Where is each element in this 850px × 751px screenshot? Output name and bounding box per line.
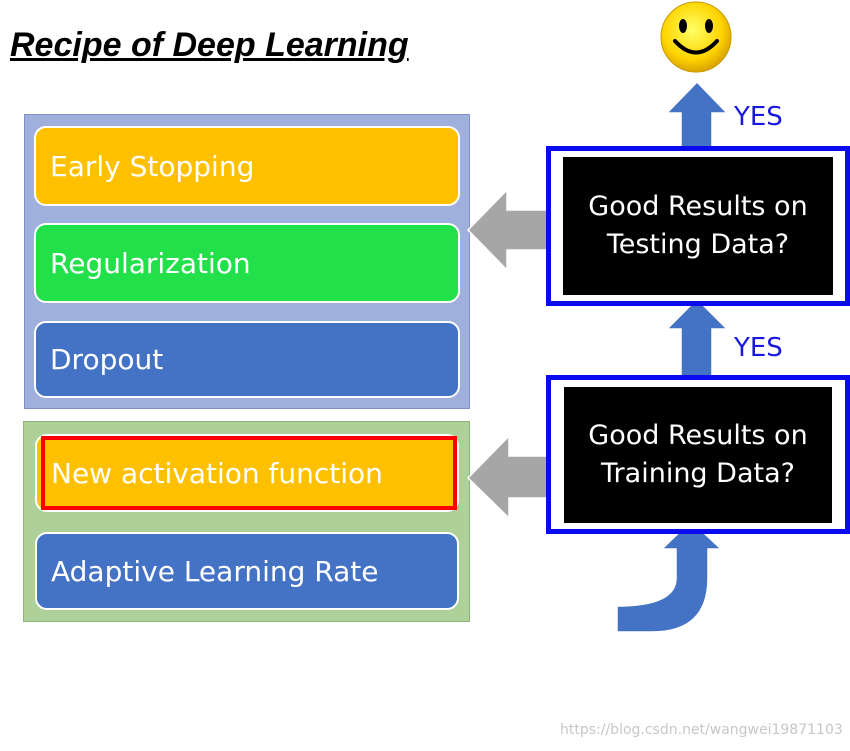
dropout-box: Dropout [34,321,460,398]
blue-arrow-up-top [665,80,729,153]
yes-label-top: YES [734,102,783,132]
testing-fixes-group: Early Stopping Regularization Dropout [24,114,470,409]
early-stopping-box: Early Stopping [34,126,460,206]
testing-question-line1: Good Results on [588,191,808,222]
new-activation-function-box: New activation function [35,434,459,512]
new-activation-function-label: New activation function [51,456,383,490]
watermark: https://blog.csdn.net/wangwei19871103 [560,722,843,738]
diagram-title: Recipe of Deep Learning [10,26,409,64]
testing-question-line2: Testing Data? [606,229,790,260]
training-fixes-group: New activation function Adaptive Learnin… [23,421,470,622]
training-data-decision-panel: Good Results on Training Data? [564,387,832,523]
regularization-label: Regularization [50,246,251,280]
training-data-decision: Good Results on Training Data? [546,375,850,534]
smiley-face-icon [660,1,732,73]
early-stopping-label: Early Stopping [50,149,255,183]
yes-label-middle: YES [734,333,783,363]
training-question-line1: Good Results on [588,420,808,451]
adaptive-learning-rate-box: Adaptive Learning Rate [35,532,459,610]
regularization-box: Regularization [34,223,460,303]
testing-data-decision-panel: Good Results on Testing Data? [563,157,833,295]
curved-entry-arrow [616,519,723,633]
dropout-label: Dropout [50,343,164,376]
highlight-frame [41,436,457,510]
blue-arrow-up-middle [665,297,729,381]
testing-data-decision: Good Results on Testing Data? [546,146,850,306]
adaptive-learning-rate-label: Adaptive Learning Rate [51,554,379,588]
training-question-line2: Training Data? [601,458,795,489]
